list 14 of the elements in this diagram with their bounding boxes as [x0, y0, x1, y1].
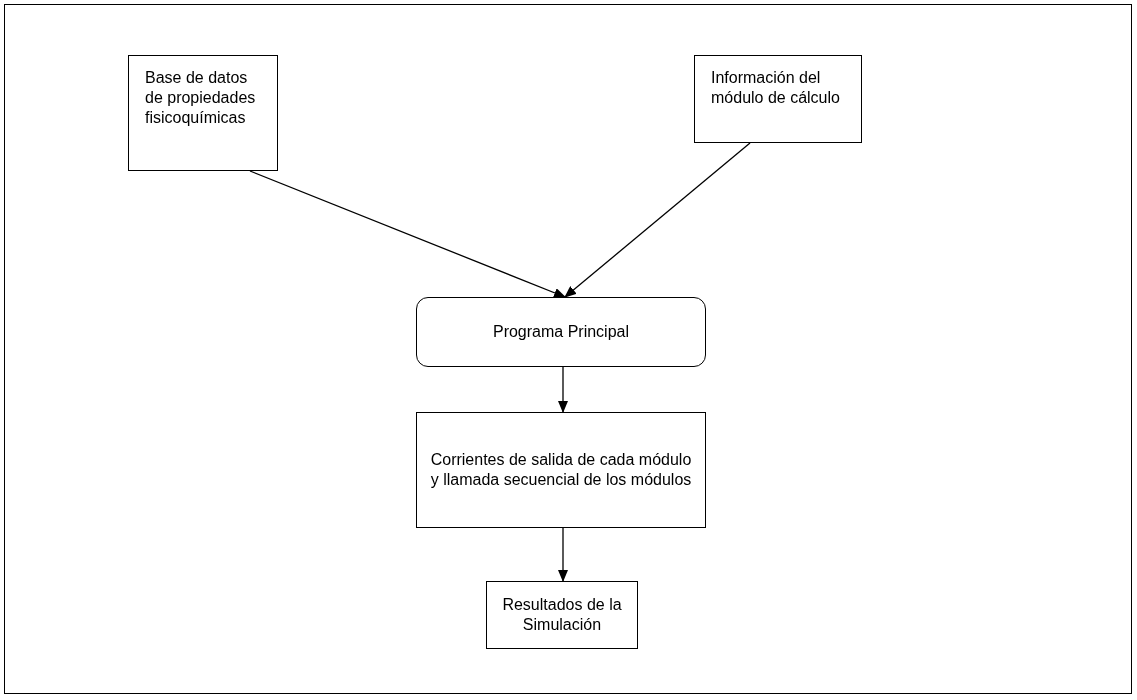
process-box: [694, 55, 862, 143]
process-box: [486, 581, 638, 649]
arrow: [558, 366, 568, 413]
box-label: Programa Principal: [492, 322, 630, 342]
box-label: Información del módulo de cálculo: [711, 68, 841, 108]
arrow: [249, 170, 566, 298]
process-box: [416, 297, 706, 367]
arrow: [564, 142, 751, 298]
box-label: Corrientes de salida de cada módulo y llamada secuencial de los módulos: [429, 450, 693, 490]
box-label: Resultados de la Simulación: [501, 595, 623, 635]
process-box: [128, 55, 278, 171]
process-box: [416, 412, 706, 528]
arrow: [558, 527, 568, 582]
box-label: Base de datos de propiedades fisicoquímicas: [145, 68, 257, 128]
